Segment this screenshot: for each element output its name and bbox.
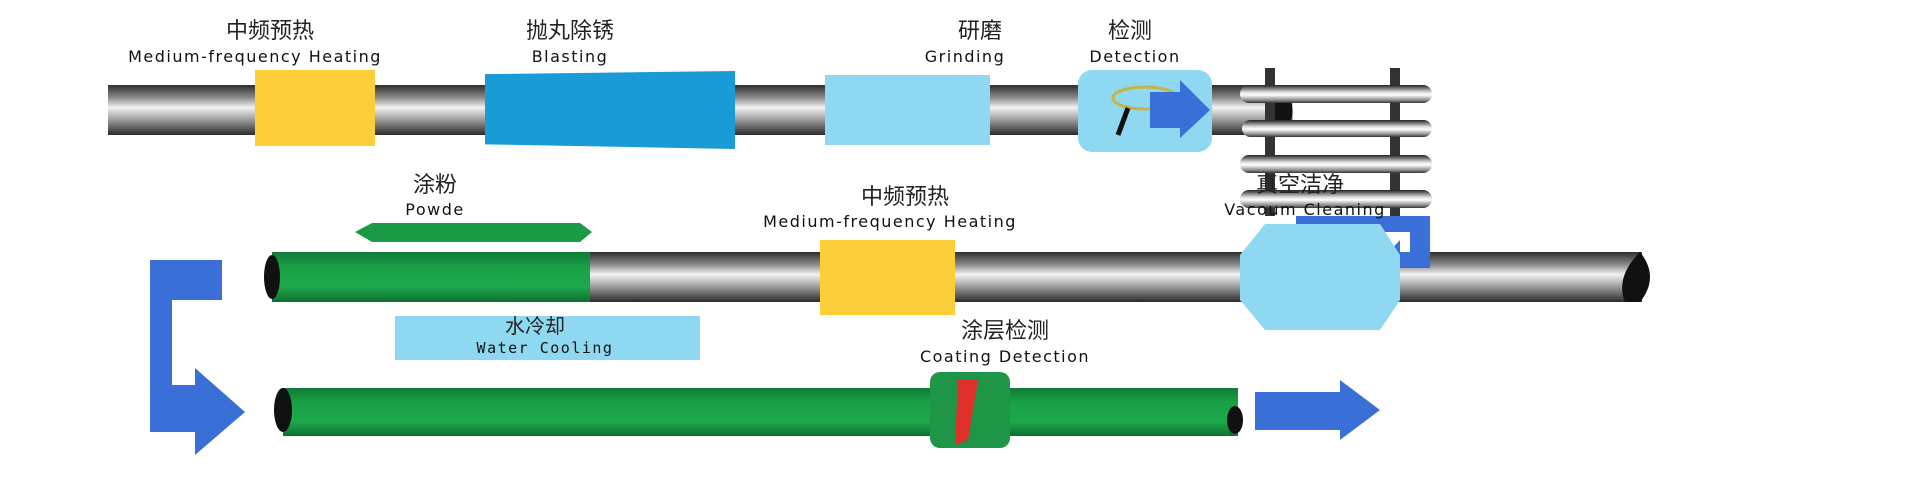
- coating-detection-label-zh: 涂层检测: [960, 319, 1049, 344]
- heater-block-2: [820, 240, 955, 315]
- vacuum-label-en: Vacoum Cleaning: [1224, 200, 1386, 219]
- cooling-label-zh: 水冷却: [505, 314, 565, 338]
- water-cooling-box: [395, 316, 700, 360]
- cooling-label-en: Water Cooling: [476, 339, 614, 357]
- blasting-label-en: Blasting: [531, 47, 609, 66]
- rack-pipe: [1240, 155, 1432, 173]
- rack-pipe: [1240, 85, 1432, 103]
- pipe-end-cap-left-row2: [264, 255, 280, 299]
- arrow-right-1: [1150, 80, 1210, 138]
- powder-label-zh: 涂粉: [412, 173, 457, 198]
- vacuum-cleaner: [1240, 224, 1400, 330]
- heating2-label-en: Medium-frequency Heating: [763, 212, 1017, 231]
- powder-applicator: [355, 223, 592, 242]
- powder-label-en: Powde: [405, 200, 465, 219]
- heating1-label-en: Medium-frequency Heating: [128, 47, 382, 66]
- rack-pipe: [1242, 120, 1432, 137]
- detection-label-en: Detection: [1089, 47, 1181, 66]
- rack-post-left: [1265, 68, 1275, 216]
- rack-post-right: [1390, 68, 1400, 216]
- arrow-right-2: [1255, 380, 1380, 440]
- pipe-end-cap-row2: [1622, 252, 1650, 302]
- rack-pipe: [1240, 190, 1432, 208]
- heater-block-1: [255, 70, 375, 146]
- vacuum-label-zh: 真空洁净: [1255, 173, 1344, 198]
- pipe-end-cap-right-row3: [1227, 406, 1243, 434]
- grinding-label-zh: 研磨: [957, 19, 1002, 44]
- blasting-block: [485, 71, 735, 149]
- grinding-label-en: Grinding: [924, 47, 1006, 66]
- detection-label-zh: 检测: [1107, 19, 1152, 44]
- heating2-label-zh: 中频预热: [860, 185, 949, 210]
- coating-detection-label-en: Coating Detection: [919, 347, 1091, 366]
- blasting-label-zh: 抛丸除锈: [525, 19, 614, 44]
- grinding-block: [825, 75, 990, 145]
- heating1-label-zh: 中频预热: [225, 19, 314, 44]
- arrow-loop-left: [150, 260, 245, 455]
- defect-mark: [955, 380, 978, 445]
- pipe-end-cap-left-row3: [274, 388, 292, 432]
